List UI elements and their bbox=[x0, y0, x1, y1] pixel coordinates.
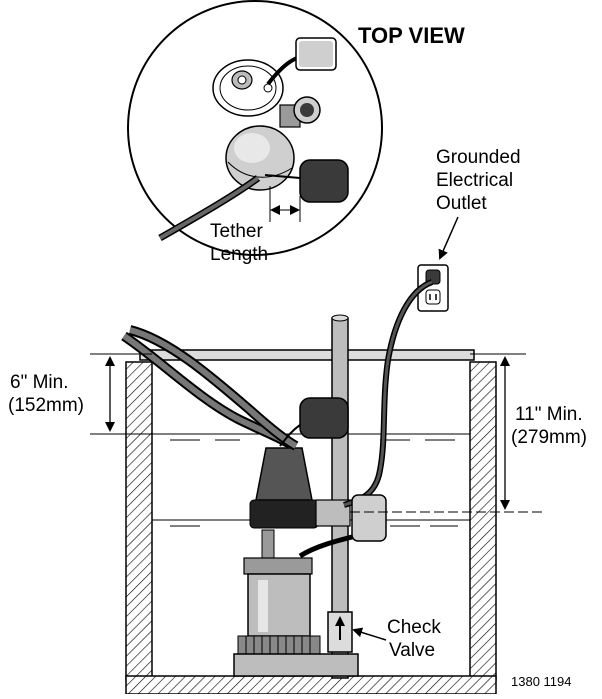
outlet-pointer-arrow bbox=[438, 216, 459, 260]
sump-pump bbox=[233, 447, 359, 677]
pump-housing bbox=[247, 573, 311, 637]
pump-base bbox=[233, 653, 359, 677]
pump-motor-body bbox=[249, 499, 319, 529]
top-view-title: TOP VIEW bbox=[358, 23, 465, 48]
pit-floor bbox=[125, 675, 497, 695]
pit-lid bbox=[139, 349, 475, 361]
figure-code: 1380 1194 bbox=[511, 674, 572, 689]
six-inch-label-line1: 6" Min. bbox=[10, 372, 68, 393]
six-inch-label-line2: (152mm) bbox=[8, 395, 84, 416]
pit-wall-right bbox=[469, 361, 497, 681]
upper-float-icon bbox=[299, 397, 349, 439]
pit-wall-left bbox=[125, 361, 153, 681]
pump-motor-cap bbox=[255, 447, 313, 501]
check-valve-label-line2: Valve bbox=[389, 640, 435, 661]
side-float-icon bbox=[351, 494, 387, 542]
outlet-label-line2: Electrical bbox=[436, 170, 513, 191]
eleven-inch-label-line1: 11" Min. bbox=[515, 404, 583, 425]
check-valve-arrow bbox=[352, 627, 387, 641]
outlet-label-line3: Outlet bbox=[436, 193, 487, 214]
tether-label-line1: Tether bbox=[210, 221, 263, 242]
tether-label-line2: Length bbox=[210, 244, 268, 265]
eleven-inch-label-line2: (279mm) bbox=[511, 427, 587, 448]
check-valve-label-line1: Check bbox=[387, 617, 441, 638]
sump-pit bbox=[125, 349, 497, 695]
top-view-inset: Tether Length bbox=[127, 0, 383, 265]
outlet-label-line1: Grounded bbox=[436, 147, 521, 168]
float-ring bbox=[212, 59, 284, 117]
tether-float-icon bbox=[299, 159, 349, 203]
